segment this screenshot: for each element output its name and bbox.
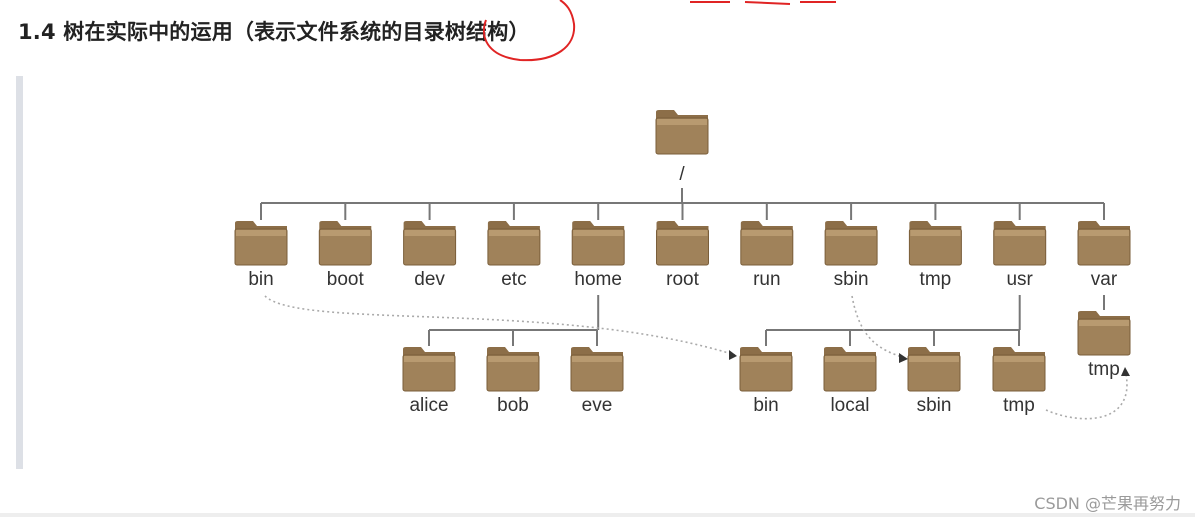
- folder-home-eve-label: eve: [582, 395, 613, 416]
- folder-usr-label: usr: [1006, 269, 1033, 290]
- folder-etc-label: etc: [501, 269, 526, 290]
- folder-root: [655, 110, 709, 155]
- folder-usr-bin: bin: [739, 347, 793, 416]
- folder-home: home: [571, 221, 625, 290]
- folder-dev-label: dev: [414, 269, 445, 290]
- folder-var-label: var: [1091, 269, 1118, 290]
- red-circle-annotation: [482, 0, 836, 62]
- section-heading: 1.4 树在实际中的运用（表示文件系统的目录树结构）: [18, 20, 530, 44]
- bottom-divider: [0, 513, 1195, 517]
- folder-usr-local: local: [823, 347, 877, 416]
- folder-usr-tmp-label: tmp: [1003, 395, 1035, 416]
- arrowhead-icon: [729, 350, 737, 360]
- folder-var: var: [1077, 221, 1131, 290]
- folder-boot-label: boot: [327, 269, 365, 290]
- folder-usr-sbin: sbin: [907, 347, 961, 416]
- folder-sbin: sbin: [824, 221, 878, 290]
- arrowhead-icon: [1121, 367, 1130, 376]
- folder-home-bob-label: bob: [497, 395, 529, 416]
- link-bin-arrow: [264, 295, 736, 356]
- link-tmp-arrow: [1045, 373, 1128, 420]
- folder-var-tmp-label: tmp: [1088, 359, 1120, 380]
- folder-tmp-label: tmp: [920, 269, 952, 290]
- folder-etc: etc: [487, 221, 541, 290]
- blockquote-bar: [16, 76, 23, 469]
- folder-home-bob: bob: [486, 347, 540, 416]
- folder-usr: usr: [993, 221, 1047, 290]
- folder-usr-local-label: local: [830, 395, 869, 416]
- folder-root-label: /: [679, 164, 685, 185]
- folder-run: run: [740, 221, 794, 290]
- folder-root: root: [656, 221, 709, 290]
- watermark: CSDN @芒果再努力: [1034, 494, 1181, 513]
- folder-run-label: run: [753, 269, 780, 290]
- folder-usr-sbin-label: sbin: [917, 395, 952, 416]
- folder-home-eve: eve: [570, 347, 624, 416]
- link-sbin-arrow: [851, 295, 906, 359]
- folder-var-tmp: tmp: [1077, 311, 1131, 380]
- folder-root-label: root: [666, 269, 699, 290]
- folder-tmp: tmp: [908, 221, 962, 290]
- arrowhead-icon: [899, 353, 908, 363]
- folder-bin: bin: [234, 221, 288, 290]
- folder-usr-bin-label: bin: [753, 395, 778, 416]
- folder-home-alice-label: alice: [409, 395, 448, 416]
- folder-boot: boot: [318, 221, 372, 290]
- folder-home-label: home: [574, 269, 622, 290]
- folder-sbin-label: sbin: [834, 269, 869, 290]
- folder-home-alice: alice: [402, 347, 456, 416]
- folder-dev: dev: [403, 221, 457, 290]
- folder-bin-label: bin: [248, 269, 273, 290]
- folder-usr-tmp: tmp: [992, 347, 1046, 416]
